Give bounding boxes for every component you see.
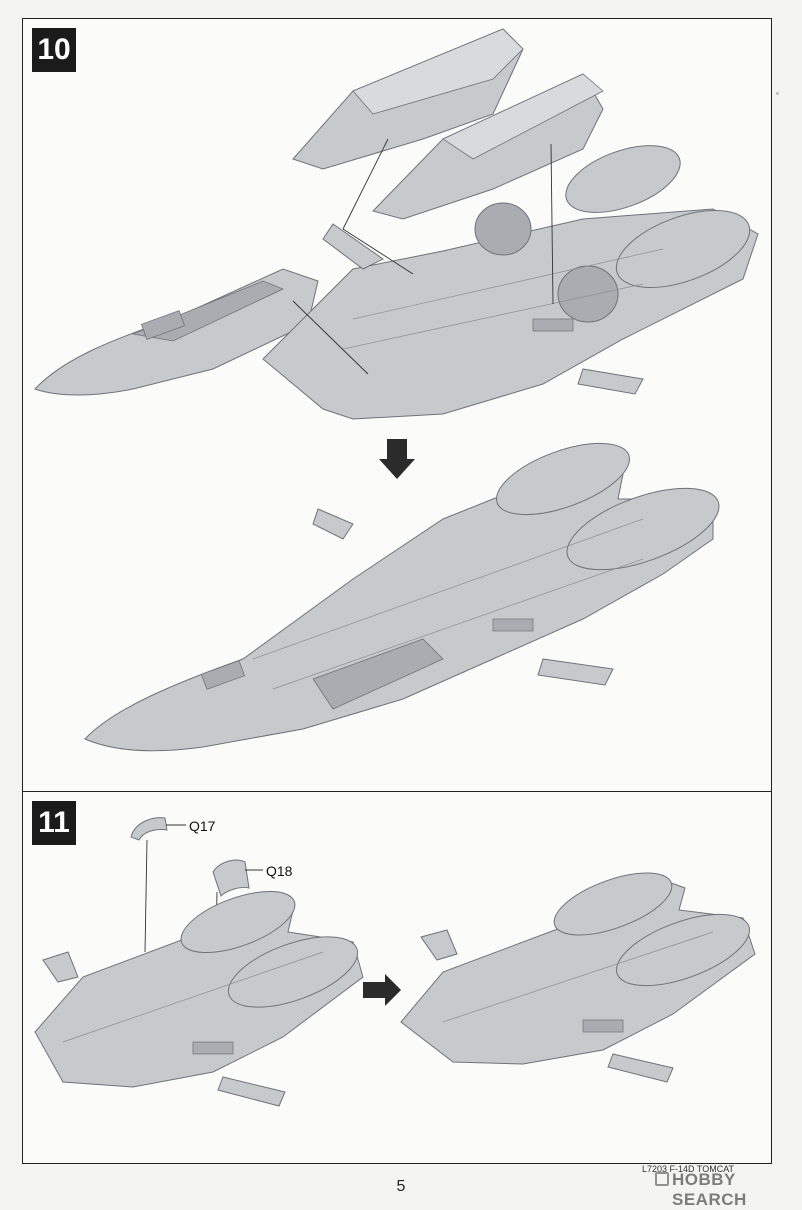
step-10-panel: 10 (22, 18, 772, 792)
step-11-illustration (34, 817, 756, 1107)
right-arrow-icon (363, 974, 401, 1006)
upper-fuselage-panel-left (292, 28, 524, 170)
kit-code-label: L7203 F-14D TOMCAT (642, 1164, 735, 1174)
part-label-q18: Q18 (266, 863, 293, 879)
step-10-illustration (34, 28, 759, 752)
assembled-fuselage (84, 442, 720, 752)
watermark-logo-icon (655, 1172, 669, 1186)
down-arrow-icon (379, 439, 415, 479)
step-number-badge: 10 (32, 28, 76, 72)
scan-speck (776, 92, 779, 95)
part-q17 (130, 817, 186, 841)
step-11-panel: 11 (22, 792, 772, 1164)
step-number-badge: 11 (32, 801, 76, 845)
rear-fuselage-after (400, 872, 756, 1083)
rear-fuselage-before (34, 891, 364, 1107)
forward-fuselage-nose (34, 268, 319, 396)
part-label-q17: Q17 (189, 818, 216, 834)
lower-fuselage-assembly (262, 145, 759, 420)
upper-fuselage-panel-right (372, 73, 604, 220)
assembly-leader-lines (292, 138, 554, 375)
part-q18 (212, 859, 263, 897)
page-number: 5 (396, 1178, 406, 1195)
